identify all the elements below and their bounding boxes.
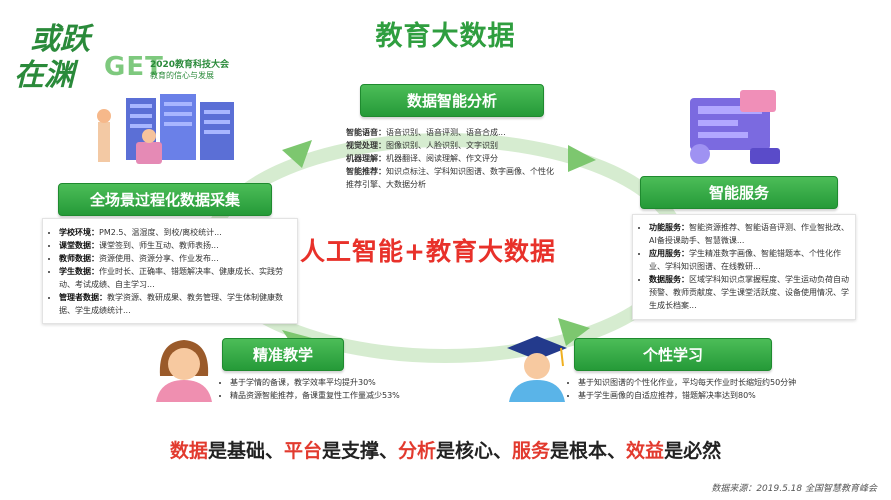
list-item: 功能服务：智能资源推荐、智能语音评测、作业智批改、AI备授课助手、智慧微课... bbox=[649, 221, 849, 247]
list-item: 智能语音：语音识别、语音评测、语音合成... bbox=[346, 128, 506, 137]
graduate-avatar-icon bbox=[507, 336, 567, 402]
list-item: 基于学情的备课，教学效率平均提升30% bbox=[230, 376, 478, 389]
section-title-collection: 全场景过程化数据采集 bbox=[58, 183, 272, 216]
list-item: 智能推荐：知识点标注、学科知识图谱、数字画像、个性化推荐引擎、大数据分析 bbox=[346, 167, 554, 189]
section-title-analysis: 数据智能分析 bbox=[360, 84, 544, 117]
page-title: 教育大数据 bbox=[375, 21, 516, 52]
conference-name: 2020教育科技大会 bbox=[150, 60, 230, 70]
server-illustration-icon bbox=[97, 94, 234, 164]
personal-list: 基于知识图谱的个性化作业，平均每天作业时长缩短约50分钟 基于学生画像的自适应推… bbox=[566, 376, 834, 402]
service-illustration-icon bbox=[690, 90, 780, 164]
list-item: 数据服务：区域学科知识点掌握程度、学生运动负荷自动预警、教师贡献度、学生课堂活跃… bbox=[649, 273, 849, 312]
arrow-icon bbox=[558, 318, 590, 346]
logo-calligraphy: 或跃 在渊 bbox=[14, 22, 90, 93]
list-item: 基于学生画像的自适应推荐，错题解决率达到80% bbox=[578, 389, 834, 402]
list-item: 管理者数据：教学资源、教研成果、教务管理、学生体制健康数据、学生成绩统计... bbox=[59, 291, 291, 317]
arrow-icon bbox=[282, 140, 312, 168]
logo-get: GET bbox=[104, 52, 164, 82]
list-item: 机器理解：机器翻译、阅读理解、作文评分 bbox=[346, 154, 498, 163]
service-card: 功能服务：智能资源推荐、智能语音评测、作业智批改、AI备授课助手、智慧微课...… bbox=[632, 214, 856, 320]
conference-slogan: 教育的信心与发展 bbox=[150, 71, 214, 80]
collection-card: 学校环境：PM2.5、温湿度、到校/离校统计... 课堂数据：课堂签到、师生互动… bbox=[42, 218, 298, 324]
analysis-list: 智能语音：语音识别、语音评测、语音合成... 视觉处理：图像识别、人脸识别、文字… bbox=[346, 126, 554, 191]
data-source: 数据来源：2019.5.18 全国智慧教育峰会 bbox=[711, 484, 877, 494]
arrow-icon bbox=[568, 145, 596, 172]
section-title-teaching: 精准教学 bbox=[222, 338, 344, 371]
bottom-slogan: 数据是基础、平台是支撑、分析是核心、服务是根本、效益是必然 bbox=[169, 440, 722, 462]
list-item: 学校环境：PM2.5、温湿度、到校/离校统计... bbox=[59, 226, 291, 239]
section-title-service: 智能服务 bbox=[640, 176, 838, 209]
teacher-avatar-icon bbox=[156, 340, 212, 402]
list-item: 学生数据：作业时长、正确率、错题解决率、健康成长、实践劳动、考试成绩、自主学习.… bbox=[59, 265, 291, 291]
list-item: 课堂数据：课堂签到、师生互动、教师表扬... bbox=[59, 239, 291, 252]
center-slogan: 人工智能+教育大数据 bbox=[300, 237, 556, 266]
list-item: 基于知识图谱的个性化作业，平均每天作业时长缩短约50分钟 bbox=[578, 376, 834, 389]
list-item: 精品资源智能推荐，备课重复性工作量减少53% bbox=[230, 389, 478, 402]
list-item: 教师数据：资源使用、资源分享、作业发布... bbox=[59, 252, 291, 265]
teaching-list: 基于学情的备课，教学效率平均提升30% 精品资源智能推荐，备课重复性工作量减少5… bbox=[218, 376, 478, 402]
section-title-personal: 个性学习 bbox=[574, 338, 772, 371]
list-item: 视觉处理：图像识别、人脸识别、文字识别 bbox=[346, 141, 498, 150]
list-item: 应用服务：学生精准数字画像、智能错题本、个性化作业、学科知识图谱、在线教研... bbox=[649, 247, 849, 273]
